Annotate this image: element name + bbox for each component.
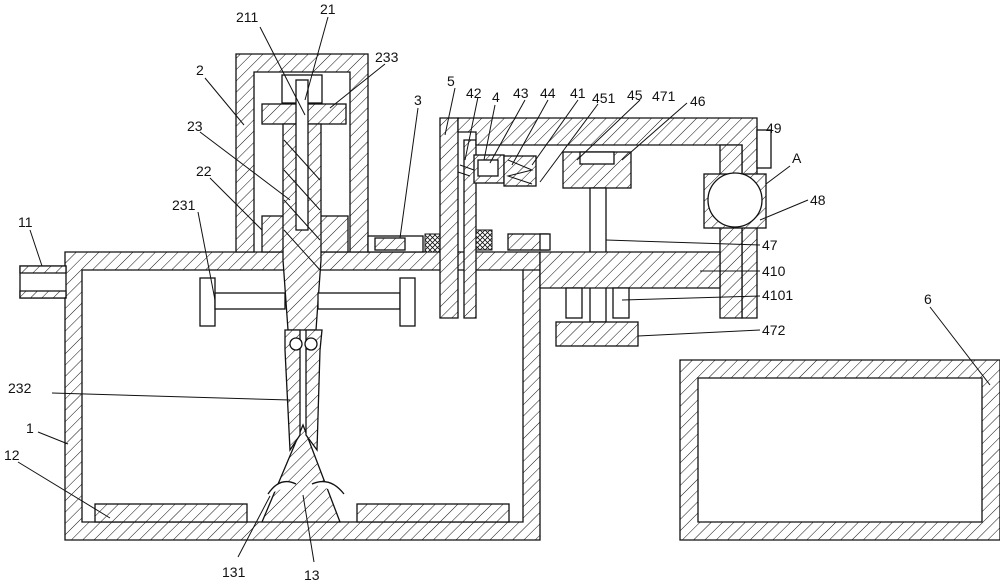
rotating-wheel — [703, 129, 772, 229]
label-11: 11 — [18, 214, 33, 230]
shaft-assembly — [539, 187, 721, 347]
label-231: 231 — [172, 197, 196, 213]
screw-shaft — [282, 79, 322, 331]
label-41: 41 — [570, 85, 586, 101]
vertical-tube — [439, 117, 477, 319]
label-451: 451 — [592, 90, 616, 106]
label-42: 42 — [466, 85, 482, 101]
connector-3 — [367, 233, 442, 253]
label-23: 23 — [187, 118, 203, 134]
label-A: A — [792, 150, 802, 166]
label-6: 6 — [924, 291, 932, 307]
label-44: 44 — [540, 85, 556, 101]
jaw-pair — [284, 329, 323, 452]
label-45: 45 — [627, 87, 643, 103]
label-49: 49 — [766, 120, 782, 136]
label-43: 43 — [513, 85, 529, 101]
label-13: 13 — [304, 567, 320, 583]
label-47: 47 — [762, 237, 778, 253]
label-131: 131 — [222, 564, 246, 580]
label-46: 46 — [690, 93, 706, 109]
label-4101: 4101 — [762, 287, 793, 303]
label-48: 48 — [810, 192, 826, 208]
leader-lines — [17, 16, 991, 563]
label-22: 22 — [196, 163, 212, 179]
bottom-filter-plates — [94, 503, 510, 523]
label-21: 21 — [320, 1, 336, 17]
inlet-pipe — [19, 265, 67, 299]
label-4: 4 — [492, 89, 500, 105]
internal-mechanism — [457, 151, 632, 189]
collection-tank — [679, 359, 1000, 541]
label-3: 3 — [414, 92, 422, 108]
cone-part — [261, 423, 345, 523]
label-2: 2 — [196, 62, 204, 78]
lower-bracket — [475, 229, 551, 251]
label-472: 472 — [762, 322, 786, 338]
label-5: 5 — [447, 73, 455, 89]
label-12: 12 — [4, 447, 20, 463]
label-1: 1 — [26, 420, 34, 436]
label-232: 232 — [8, 380, 32, 396]
label-410: 410 — [762, 263, 786, 279]
stirring-arms — [199, 277, 416, 327]
label-211: 211 — [236, 9, 259, 25]
label-233: 233 — [375, 49, 399, 65]
label-471: 471 — [652, 88, 676, 104]
